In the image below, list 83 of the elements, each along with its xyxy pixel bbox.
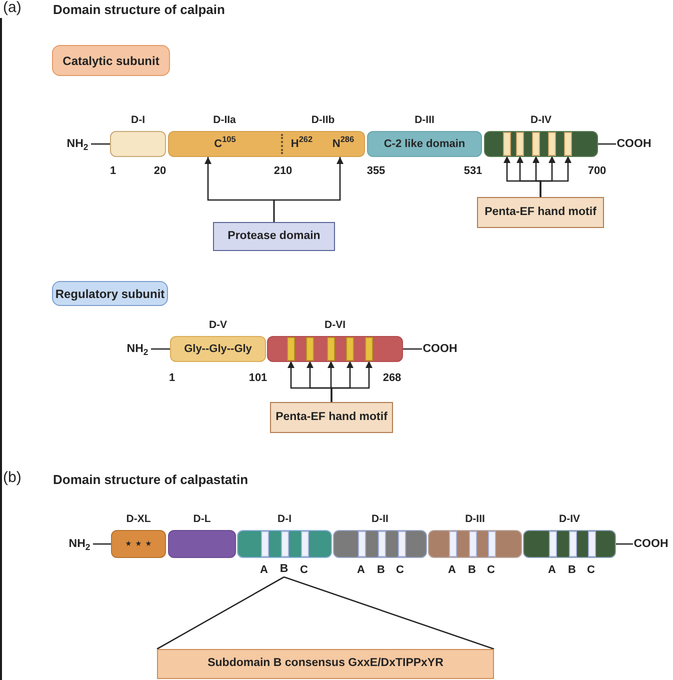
connector-line — [151, 348, 170, 350]
callout-box — [270, 402, 393, 433]
subdomain-letter: B — [279, 563, 289, 577]
residue-label: H$^{262}$ — [290, 138, 313, 150]
star-symbols: ⋆ ⋆ ⋆ — [124, 538, 152, 550]
domain-label: D-III — [465, 514, 485, 524]
subunit-label: Catalytic subunit — [62, 54, 160, 66]
residue-number: 700 — [588, 164, 606, 178]
residue-label: C$^{105}$ — [214, 138, 236, 150]
residue-number: 210 — [274, 164, 292, 178]
callout-text: Protease domain — [228, 230, 320, 242]
motif-stripe — [287, 337, 295, 361]
domain-label: D-IIb — [311, 114, 335, 126]
residue-number: 355 — [366, 164, 386, 178]
domain-label: D-IIa — [213, 114, 236, 126]
connector-line — [156, 576, 284, 650]
subdomain-letter: B — [377, 563, 385, 577]
arrow — [273, 157, 344, 222]
residue-label: N$^{286}$ — [332, 138, 354, 150]
callout-text: Penta-EF hand motif — [484, 206, 596, 218]
motif-stripe — [548, 132, 556, 156]
subdomain-letter: A — [357, 563, 365, 577]
residue-number: 1 — [168, 371, 176, 385]
domain-label: D-L — [193, 514, 211, 524]
residue-number: 1 — [110, 164, 116, 178]
section-title: Domain structure of calpastatin — [53, 473, 248, 487]
callout-box — [157, 649, 494, 679]
subunit-label: Regulatory subunit — [55, 288, 165, 300]
subdomain-letter: C — [300, 563, 308, 577]
domain-label: D-I — [278, 514, 292, 524]
domain-label: D-IV — [530, 114, 552, 126]
arrow — [540, 156, 572, 197]
subdomain-letter: B — [568, 563, 576, 577]
motif-stripe — [503, 132, 511, 156]
motif-stripe — [327, 337, 335, 361]
subdomain-letter: C — [487, 563, 495, 577]
connector-line — [91, 143, 110, 145]
terminus-label: NH$_{2}$ — [64, 136, 91, 153]
motif-stripe — [365, 337, 373, 361]
callout-text: Penta-EF hand motif — [276, 412, 388, 424]
subunit-label-box — [52, 281, 168, 306]
panel-label: (a) — [3, 1, 22, 15]
terminus-label: NH$_{2}$ — [66, 536, 93, 553]
connector-line — [284, 576, 494, 650]
subdomain-letter: A — [260, 563, 268, 577]
residue-number: 268 — [382, 371, 402, 385]
connector-line — [93, 543, 111, 545]
domain-label: D-II — [372, 514, 388, 524]
callout-box — [477, 197, 604, 228]
motif-stripe — [346, 337, 354, 361]
terminus-label: COOH — [616, 136, 652, 153]
domain-label: D-IV — [559, 514, 580, 524]
terminus-label: COOH — [422, 341, 458, 358]
callout-box — [213, 222, 335, 251]
domain-name: C-2 like domain — [384, 138, 466, 150]
domain-label: D-III — [414, 114, 434, 126]
domain-label: D-VI — [324, 320, 346, 330]
motif-stripe — [564, 132, 572, 156]
subdomain-letter: B — [468, 563, 476, 577]
panel-label: (b) — [3, 471, 22, 485]
terminus-label: NH$_{2}$ — [124, 341, 151, 358]
domain-label: D-V — [208, 320, 228, 330]
domain-label: D-XL — [126, 514, 151, 524]
connector-line — [616, 543, 633, 545]
motif-stripe — [516, 132, 524, 156]
subdomain-letter: A — [448, 563, 456, 577]
domain-label: D-I — [131, 114, 145, 126]
domain-name: Gly--Gly--Gly — [184, 344, 252, 354]
arrow — [330, 361, 372, 402]
subdomain-letter: A — [548, 563, 556, 577]
section-title: Domain structure of calpain — [53, 3, 225, 17]
residue-number: 101 — [248, 371, 268, 385]
subdomain-letter: C — [587, 563, 595, 577]
residue-number: 531 — [464, 164, 482, 178]
motif-stripe — [306, 337, 314, 361]
terminus-label: COOH — [633, 536, 669, 553]
residue-number: 20 — [154, 164, 166, 178]
callout-text: Subdomain B consensus GxxE/DxTIPPxYR — [208, 658, 444, 670]
motif-stripe — [532, 132, 540, 156]
connector-line — [598, 143, 616, 145]
subdomain-letter: C — [396, 563, 404, 577]
connector-line — [403, 348, 422, 350]
subunit-label-box — [52, 45, 170, 76]
